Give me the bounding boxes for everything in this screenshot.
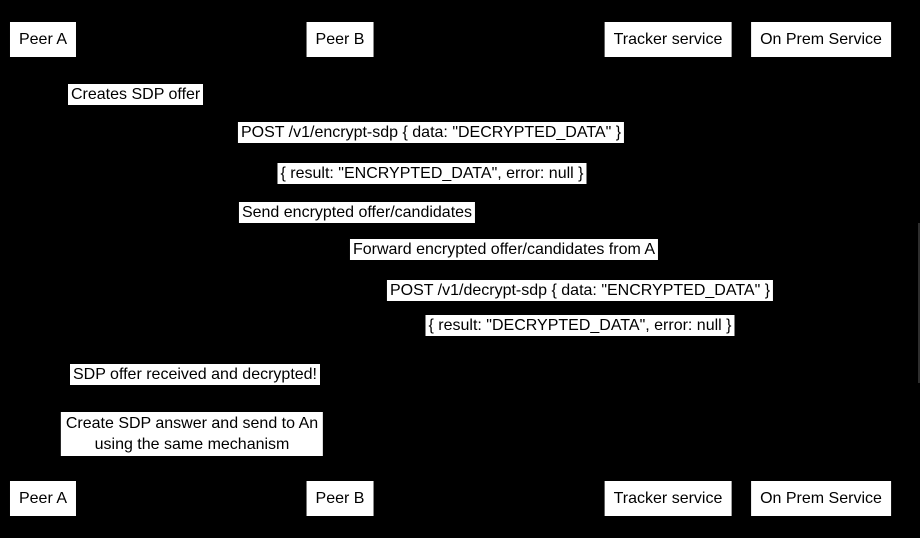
message-create-sdp-answer: Create SDP answer and send to An using t… <box>60 412 324 456</box>
message-create-sdp-answer-line1: Create SDP answer and send to An <box>65 415 319 432</box>
message-forward-encrypted-offer: Forward encrypted offer/candidates from … <box>349 239 659 260</box>
message-create-sdp-answer-line2: using the same mechanism <box>94 436 290 453</box>
participant-peer-b-top: Peer B <box>306 22 374 57</box>
message-decrypt-result: { result: "DECRYPTED_DATA", error: null … <box>425 315 735 336</box>
message-creates-sdp-offer: Creates SDP offer <box>68 84 204 105</box>
participant-tracker-service-top: Tracker service <box>604 22 732 57</box>
message-send-encrypted-offer: Send encrypted offer/candidates <box>238 202 476 223</box>
participant-on-prem-service-top: On Prem Service <box>751 22 891 57</box>
participant-tracker-service-bottom: Tracker service <box>604 481 732 516</box>
participant-on-prem-service-bottom: On Prem Service <box>751 481 891 516</box>
scrollbar-thumb[interactable] <box>918 223 920 383</box>
participant-peer-a-top: Peer A <box>9 22 77 57</box>
message-post-decrypt-sdp: POST /v1/decrypt-sdp { data: "ENCRYPTED_… <box>386 280 774 301</box>
participant-peer-a-bottom: Peer A <box>9 481 77 516</box>
message-post-encrypt-sdp: POST /v1/encrypt-sdp { data: "DECRYPTED_… <box>237 122 625 143</box>
message-sdp-offer-received: SDP offer received and decrypted! <box>70 364 320 385</box>
participant-peer-b-bottom: Peer B <box>306 481 374 516</box>
message-encrypt-result: { result: "ENCRYPTED_DATA", error: null … <box>277 163 587 184</box>
